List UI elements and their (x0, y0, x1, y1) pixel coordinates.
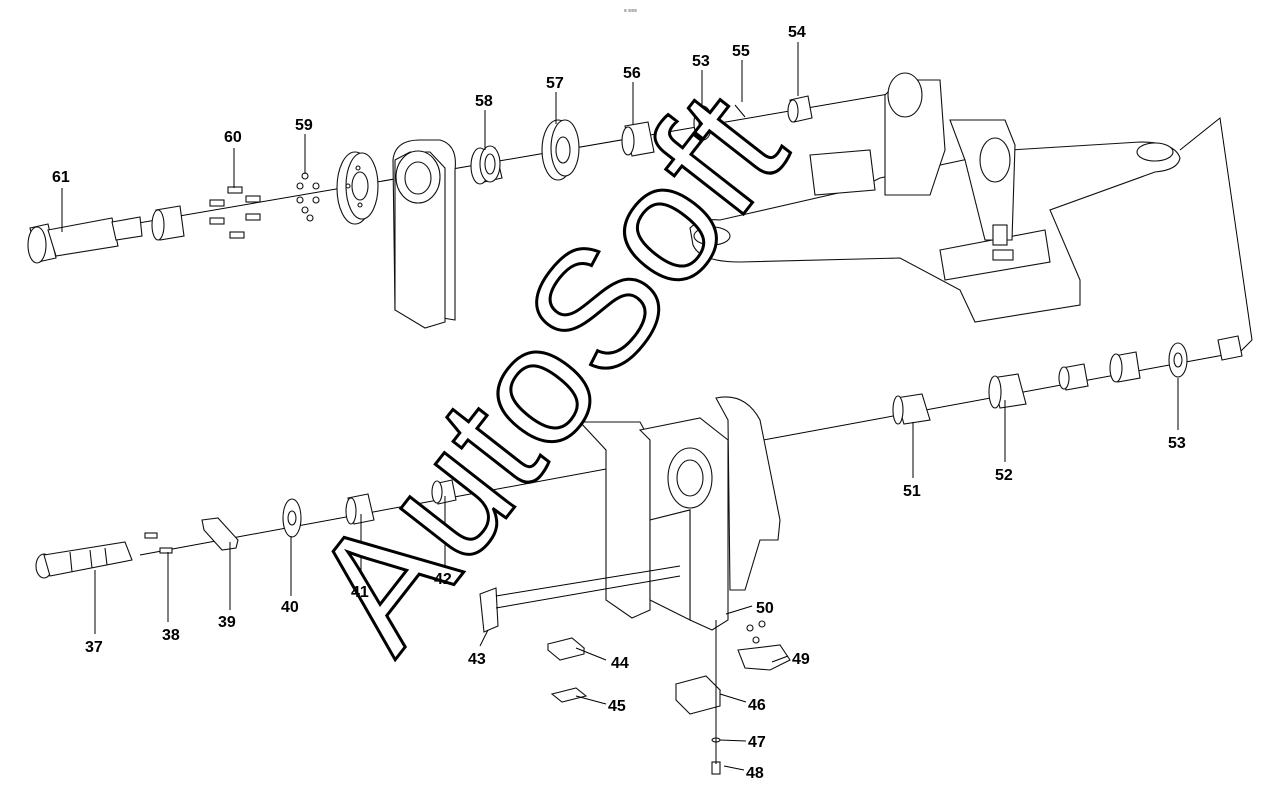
callout-60: 60 (224, 129, 242, 146)
callout-55: 55 (732, 43, 750, 60)
callout-47: 47 (748, 734, 766, 751)
part-37-shaft (35, 541, 133, 579)
upper-axis-line (39, 91, 901, 241)
callout-42: 42 (434, 571, 452, 588)
part-58-bearing (470, 145, 503, 185)
callout-53-bottom: 53 (1168, 435, 1186, 452)
callout-51: 51 (903, 483, 921, 500)
part-56-sleeve (621, 121, 655, 157)
callout-49: 49 (792, 651, 810, 668)
part-59-nuts (296, 172, 320, 222)
part-collar (1109, 351, 1141, 383)
part-44-block (546, 637, 586, 661)
part-base-assembly (689, 72, 1181, 323)
part-52-ring (1058, 363, 1089, 391)
callout-40: 40 (281, 599, 299, 616)
header-caption: ≡ ≡≡≡ (624, 8, 637, 14)
callout-54: 54 (788, 24, 806, 41)
part-53-washer-top (693, 105, 713, 141)
callout-58: 58 (475, 93, 493, 110)
callout-45: 45 (608, 698, 626, 715)
part-43-plate (479, 565, 681, 633)
part-53-washer-bottom (1168, 342, 1188, 378)
part-flange (336, 151, 379, 225)
leader-lines (61, 42, 1179, 771)
part-54-nut (787, 95, 813, 123)
connector-line-right (1179, 117, 1253, 353)
part-60-bolts (209, 186, 261, 239)
callout-53-top: 53 (692, 53, 710, 70)
part-57-flange (541, 119, 580, 181)
part-42-ring (431, 479, 457, 505)
part-51-sleeve (892, 393, 931, 425)
part-39-bracket (201, 517, 239, 551)
callout-61: 61 (52, 169, 70, 186)
callout-48: 48 (746, 765, 764, 782)
callout-57: 57 (546, 75, 564, 92)
part-40-washer (282, 498, 302, 538)
callout-labels: 61 60 59 58 57 56 53 55 54 53 52 51 50 4… (52, 24, 1186, 782)
callout-59: 59 (295, 117, 313, 134)
part-61-sleeve (151, 205, 185, 241)
callout-56: 56 (623, 65, 641, 82)
callout-46: 46 (748, 697, 766, 714)
part-45-plate (550, 687, 588, 703)
part-61-shaft (27, 216, 143, 264)
callout-52: 52 (995, 467, 1013, 484)
callout-39: 39 (218, 614, 236, 631)
part-nut-right (1217, 335, 1243, 361)
callout-37: 37 (85, 639, 103, 656)
callout-50: 50 (756, 600, 774, 617)
part-41-sleeve (345, 493, 375, 525)
callout-43: 43 (468, 651, 486, 668)
part-55-pin (734, 104, 746, 118)
callout-41: 41 (351, 584, 369, 601)
part-46-block (674, 675, 722, 715)
part-lower-frame (578, 396, 781, 631)
part-upper-arm (392, 139, 456, 329)
callout-38: 38 (162, 627, 180, 644)
part-49-bracket (737, 620, 791, 671)
part-52-sleeve (988, 373, 1027, 409)
part-38-bolts (144, 532, 173, 554)
callout-44: 44 (611, 655, 629, 672)
